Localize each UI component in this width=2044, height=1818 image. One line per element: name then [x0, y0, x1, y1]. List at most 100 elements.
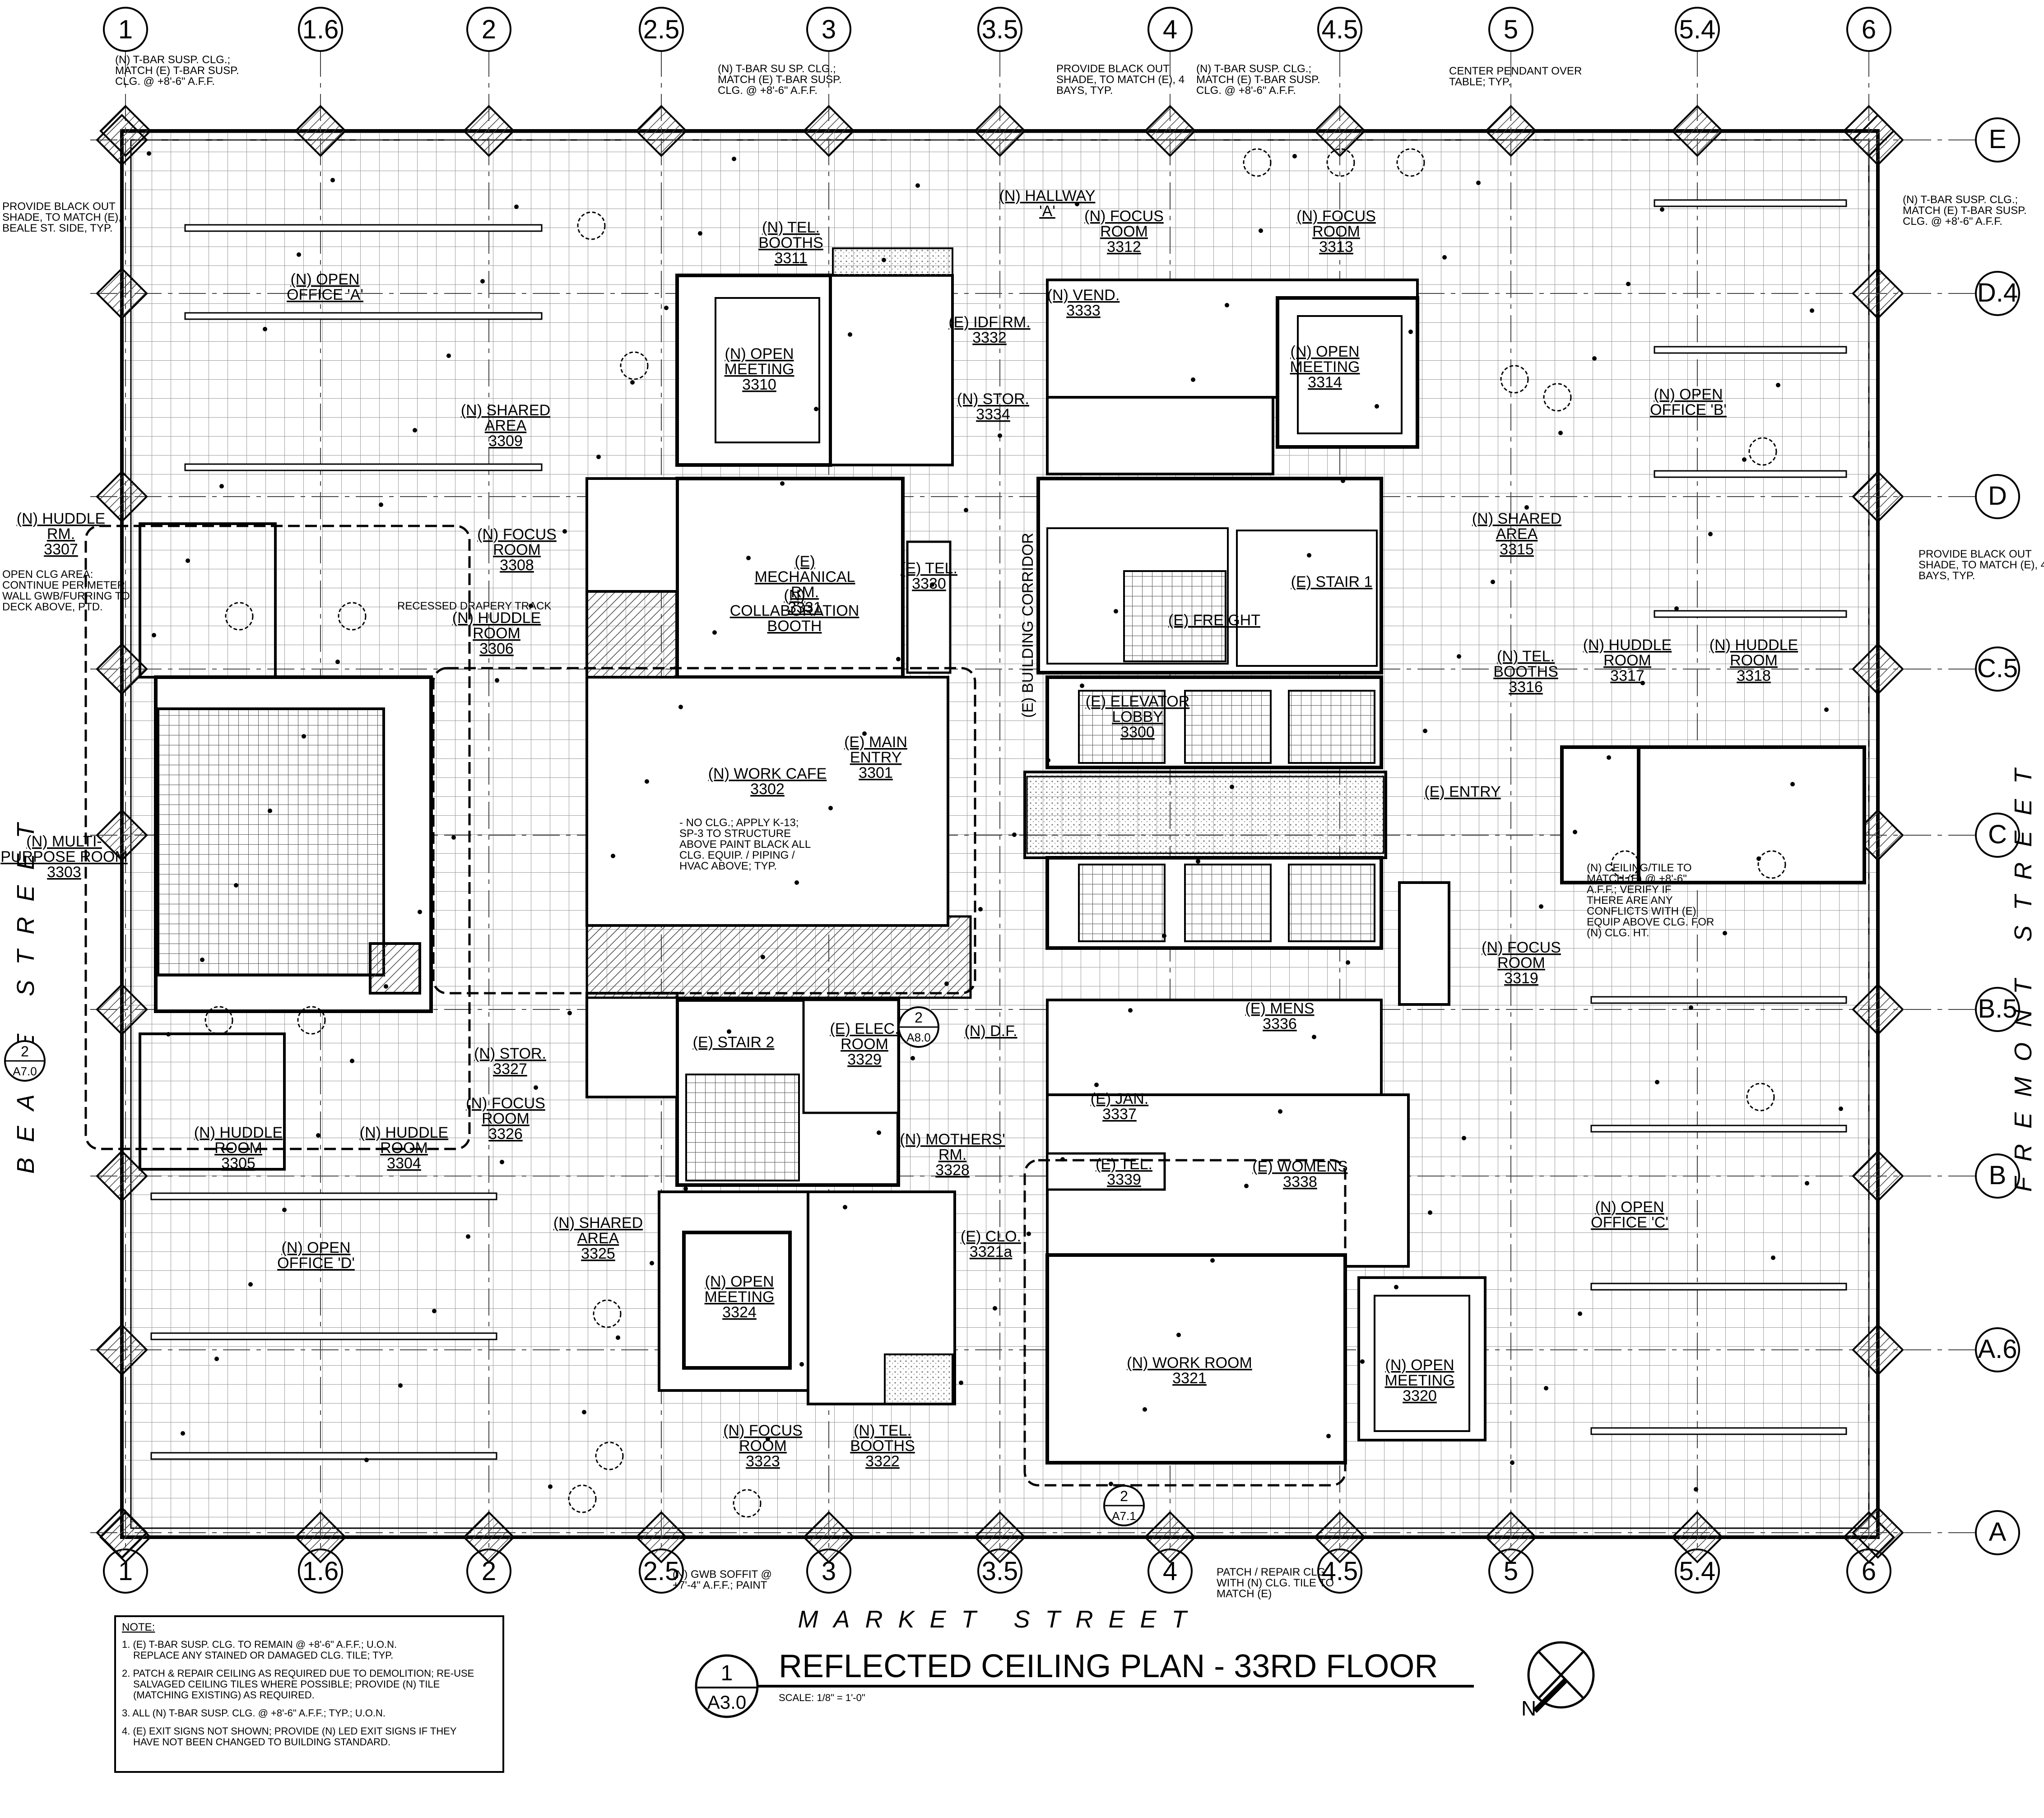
downlight: [998, 433, 1002, 438]
callout-note: (N) GWB SOFFIT @+7'-4" A.F.F.; PAINT: [673, 1568, 772, 1591]
downlight: [567, 1011, 572, 1015]
column: [96, 643, 148, 695]
downlight: [1094, 1083, 1099, 1087]
downlight: [529, 604, 533, 608]
room-label: (E) TEL.3330: [901, 560, 957, 592]
street-west: BEALE STREET: [12, 808, 39, 1174]
downlight: [451, 835, 456, 840]
downlight: [548, 1484, 553, 1489]
column: [96, 470, 148, 523]
grid-row-label: D: [1988, 481, 2007, 511]
room-number: 3327: [493, 1060, 527, 1078]
linear-fixture: [150, 1332, 497, 1340]
downlight: [848, 332, 852, 337]
grid-bubble-col-4: 4: [1147, 1548, 1193, 1594]
section-marker-sheet: A7.1: [1112, 1509, 1136, 1523]
room-number: 3308: [500, 557, 534, 574]
room-name: (E) ENTRY: [1424, 783, 1500, 800]
downlight: [186, 558, 190, 563]
grid-bubble-row-A: A: [1975, 1510, 2020, 1555]
downlight: [1442, 255, 1447, 260]
downlight: [1640, 681, 1645, 685]
downlight: [1341, 479, 1345, 483]
downlight: [446, 353, 451, 358]
downlight: [1191, 377, 1195, 382]
detail-number: 1: [721, 1661, 733, 1685]
column: [96, 114, 148, 166]
column: [1852, 470, 1904, 523]
room-number: 3314: [1308, 374, 1342, 391]
callout-note: (N) T-BAR SUSP. CLG.;MATCH (E) T-BAR SUS…: [115, 54, 239, 88]
section-marker: 2A8.0: [898, 1006, 939, 1048]
grid-col-label: 4: [1163, 15, 1177, 44]
grid-bubble-row-B: B: [1975, 1153, 2020, 1199]
downlight: [1689, 1005, 1693, 1010]
downlight: [1012, 832, 1017, 837]
column: [1314, 1511, 1366, 1563]
downlight: [152, 633, 156, 637]
column: [1671, 105, 1723, 157]
structural-columns: [96, 105, 1904, 1563]
room-label: (E) IDF RM.3332: [948, 314, 1030, 346]
downlight: [413, 428, 417, 432]
downlight: [1114, 609, 1118, 614]
room-name: (N) WORK ROOM: [1127, 1354, 1252, 1372]
room-number: 3301: [859, 764, 893, 781]
column: [96, 1506, 148, 1559]
pendant-light: [595, 1441, 624, 1470]
pendant-light: [1500, 365, 1529, 394]
callout-note: RECESSED DRAPERY TRACK: [397, 600, 551, 612]
grid-bubble-row-C.5: C.5: [1975, 646, 2020, 692]
column: [294, 105, 347, 157]
downlight: [1080, 683, 1084, 688]
downlight: [761, 955, 765, 959]
room-number: 3321: [1172, 1370, 1207, 1387]
downlight: [799, 1362, 804, 1367]
downlight: [316, 1133, 321, 1138]
downlight: [1708, 532, 1713, 536]
room-name: (N) HALLWAY'A': [999, 187, 1096, 220]
linear-fixture: [184, 463, 543, 471]
downlight: [1491, 580, 1495, 584]
grid-bubble-row-C: C: [1975, 813, 2020, 858]
callout-note: (N) T-BAR SU SP. CLG.;MATCH (E) T-BAR SU…: [718, 63, 842, 97]
downlight: [862, 731, 867, 736]
downlight: [1230, 785, 1234, 789]
grid-col-label: 1: [118, 15, 133, 44]
downlight: [678, 705, 683, 709]
linear-fixture: [184, 312, 543, 320]
downlight: [1592, 356, 1597, 361]
linear-fixture: [1590, 1283, 1847, 1291]
building-corridor-label: (E) BUILDING CORRIDOR: [1019, 533, 1036, 718]
grid-bubble-col-4.5: 4.5: [1317, 1548, 1362, 1594]
downlight: [1771, 1255, 1775, 1260]
room-number: 3324: [722, 1304, 757, 1321]
room-number: 3306: [479, 640, 514, 657]
room-number: 3326: [488, 1125, 523, 1143]
linear-fixture: [1590, 1427, 1847, 1435]
downlight: [166, 1032, 171, 1037]
section-marker-sheet: A8.0: [906, 1031, 931, 1044]
room-name: (E) JAN.: [1091, 1090, 1148, 1107]
downlight: [1307, 553, 1311, 558]
room-number: 3320: [1403, 1387, 1437, 1404]
grid-col-label: 3.5: [982, 15, 1018, 44]
room-number: 3332: [972, 329, 1007, 346]
